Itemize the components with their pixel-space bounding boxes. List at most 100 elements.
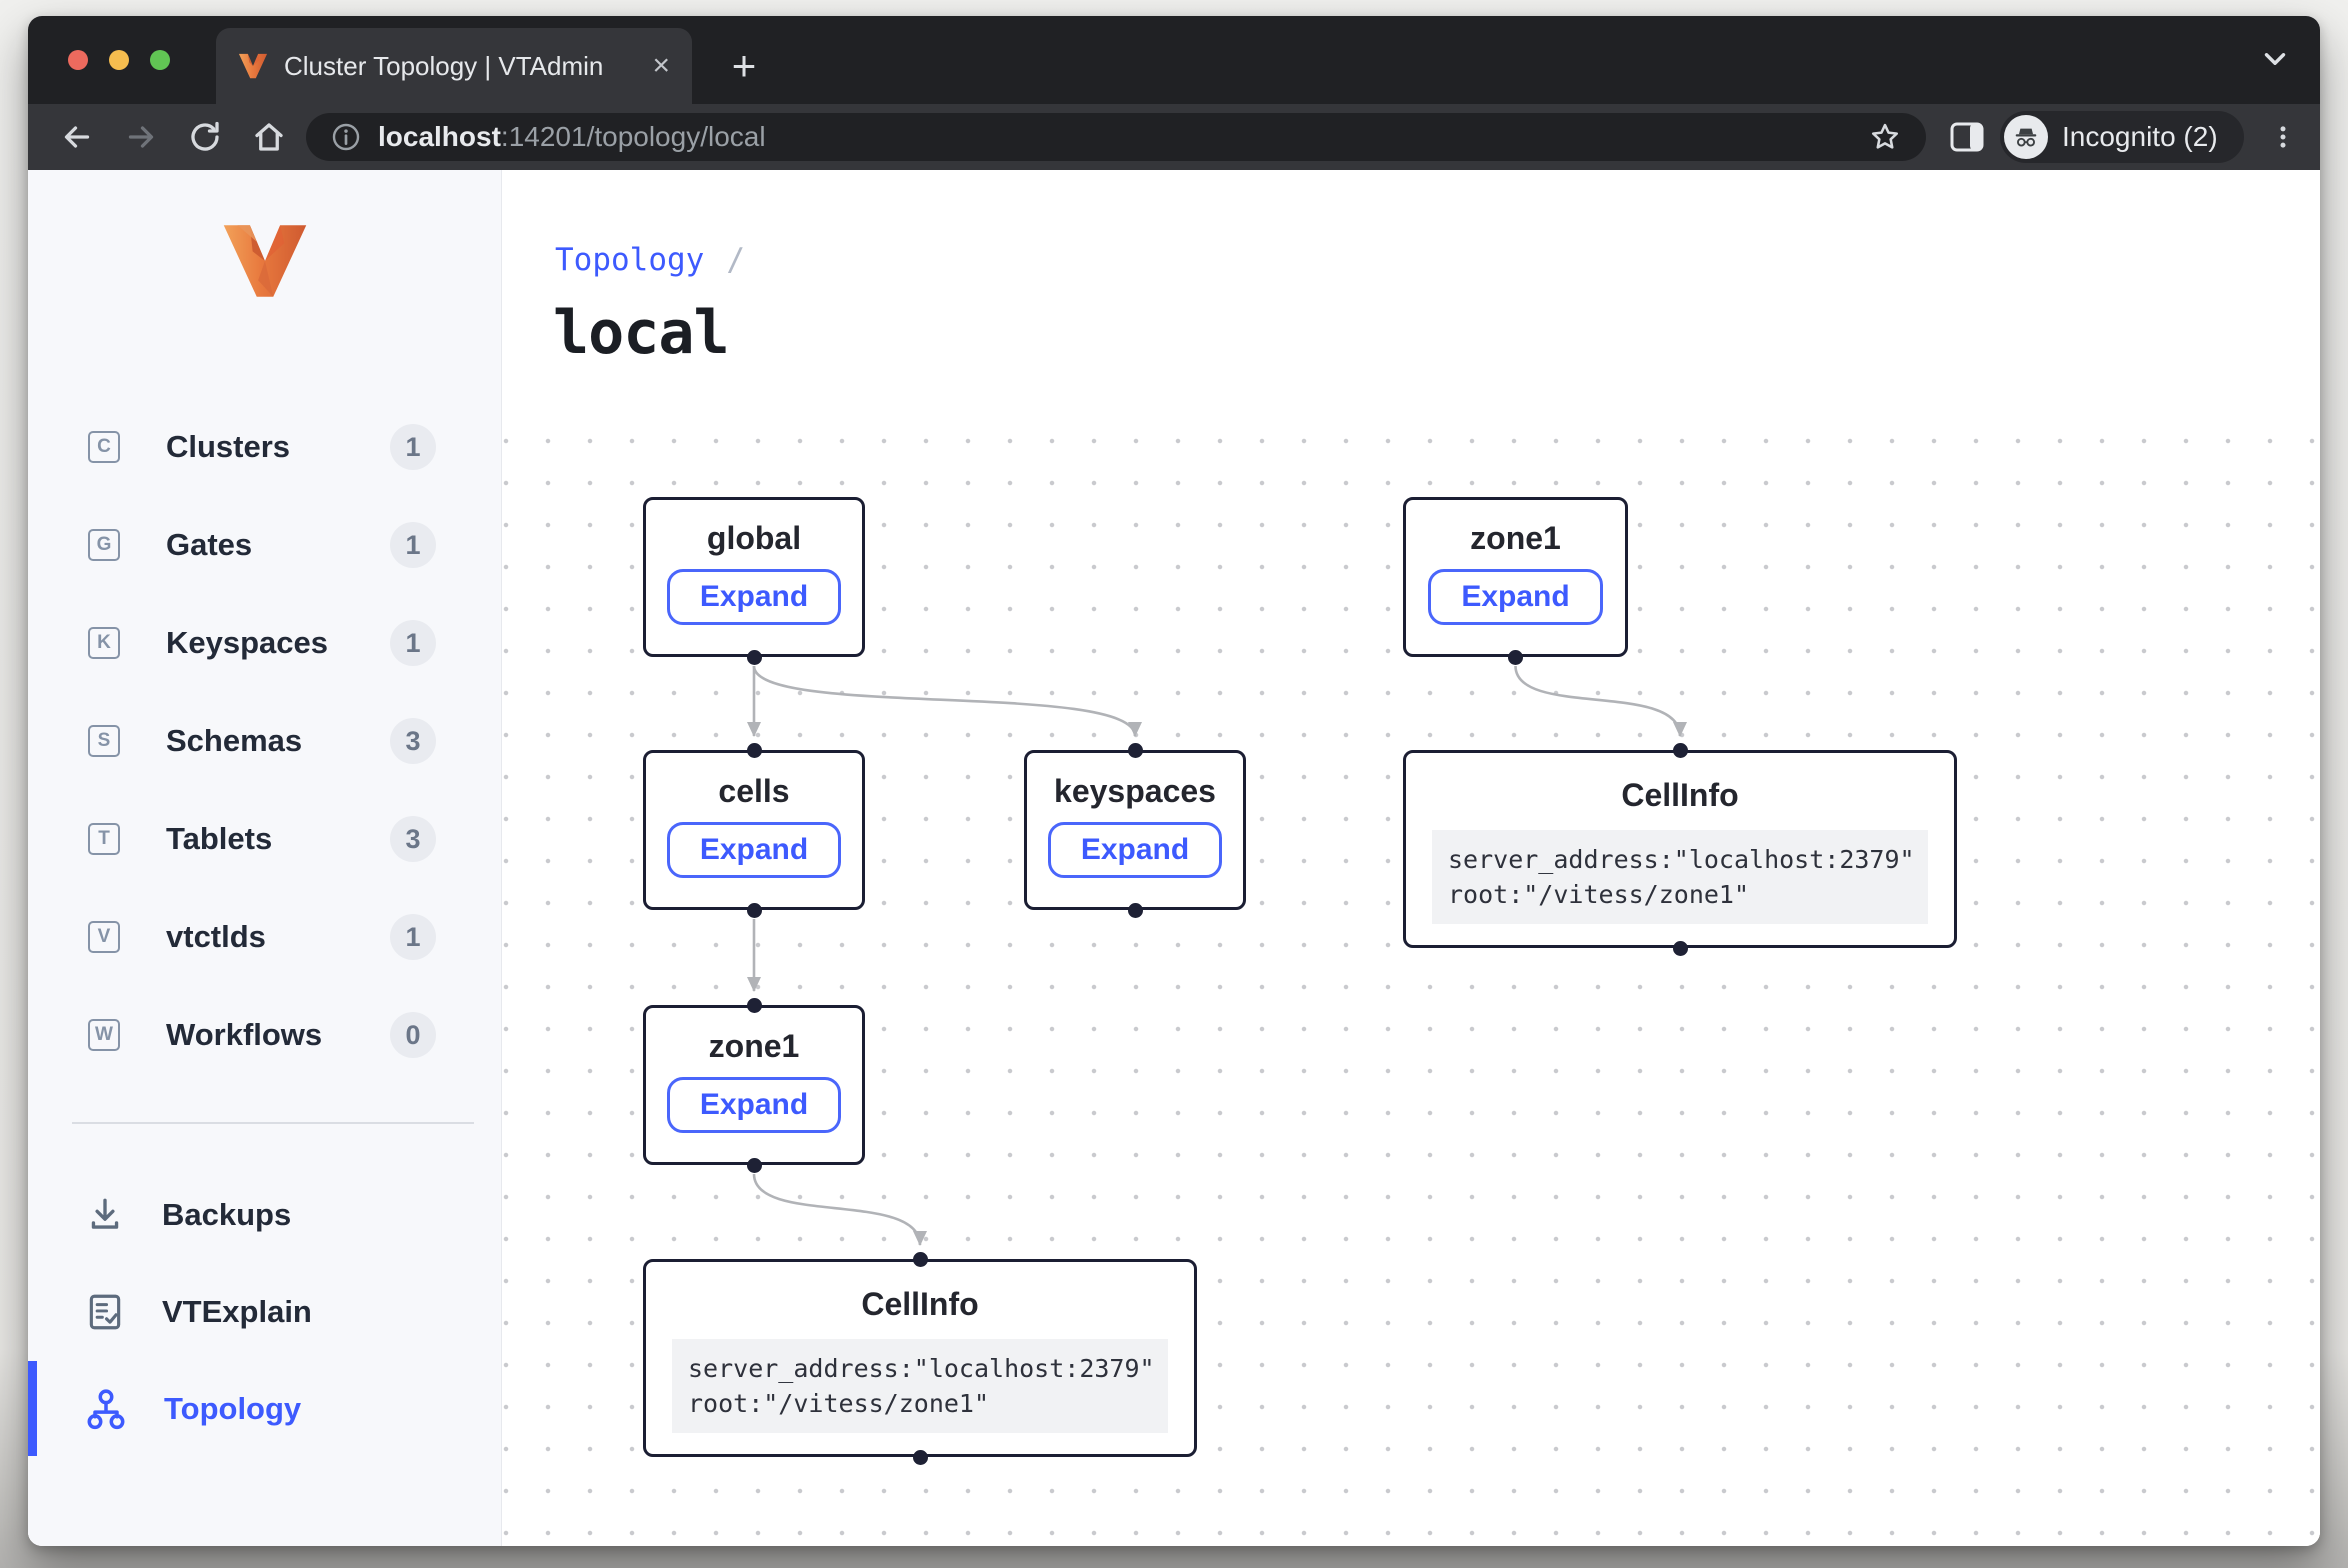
sidebar-item-label: Schemas: [166, 723, 303, 758]
side-panel-button[interactable]: [1940, 110, 1994, 164]
expand-button[interactable]: Expand: [1047, 822, 1223, 878]
topology-node-cellinfo-bottom: CellInfo server_address:"localhost:2379" …: [643, 1259, 1197, 1457]
incognito-icon: [2015, 128, 2037, 147]
bottom-port: [1127, 902, 1143, 918]
back-arrow-icon: [64, 126, 90, 148]
sidebar-item-label: vtctlds: [166, 919, 266, 954]
url-text[interactable]: localhost:14201/topology/local: [378, 121, 766, 152]
new-tab-button[interactable]: +: [731, 42, 757, 89]
topology-node-cellinfo-right: CellInfo server_address:"localhost:2379" …: [1403, 750, 1957, 948]
node-title: CellInfo: [1621, 777, 1739, 813]
cellinfo-code: server_address:"localhost:2379" root:"/v…: [1432, 830, 1928, 924]
sidebar-item-label: Workflows: [166, 1017, 323, 1052]
breadcrumb-separator: /: [726, 242, 745, 278]
sidebar-item-label: Tablets: [166, 821, 273, 856]
traffic-light-close[interactable]: [68, 50, 88, 70]
sidebar-item-vtexplain[interactable]: VTExplain: [28, 1263, 502, 1360]
close-tab-icon[interactable]: ×: [652, 49, 670, 82]
traffic-light-maximize[interactable]: [150, 50, 170, 70]
bottom-port: [1508, 649, 1523, 665]
browser-tab[interactable]: Cluster Topology | VTAdmin ×: [216, 28, 692, 104]
tab-search-chevron-icon[interactable]: [2258, 42, 2292, 76]
workflows-letter-icon: W: [88, 1019, 120, 1051]
bookmark-star-icon[interactable]: [1868, 120, 1902, 154]
forward-button[interactable]: [114, 110, 168, 164]
schemas-letter-icon: S: [88, 725, 120, 757]
side-panel-icon: [1950, 122, 1984, 152]
node-title: global: [706, 520, 802, 556]
expand-button[interactable]: Expand: [666, 569, 842, 625]
node-title: zone1: [1470, 520, 1561, 556]
node-title: CellInfo: [861, 1286, 979, 1322]
incognito-avatar: [2004, 115, 2048, 159]
vtctlds-letter-icon: V: [88, 921, 120, 953]
traffic-light-minimize[interactable]: [109, 50, 129, 70]
bottom-port: [912, 1449, 928, 1465]
sidebar-item-label: Keyspaces: [166, 625, 329, 660]
bottom-port: [1672, 940, 1688, 956]
home-icon: [255, 123, 283, 151]
cellinfo-code: server_address:"localhost:2379" root:"/v…: [672, 1339, 1168, 1433]
browser-menu-button[interactable]: [2256, 110, 2310, 164]
incognito-badge[interactable]: Incognito (2): [2000, 111, 2244, 163]
count-badge: 1: [390, 424, 436, 470]
address-bar[interactable]: localhost:14201/topology/local: [306, 113, 1926, 161]
vitess-logo[interactable]: [28, 222, 502, 300]
reload-icon: [191, 121, 219, 151]
top-port: [746, 742, 762, 758]
vtexplain-icon: [84, 1291, 126, 1333]
top-port: [1672, 742, 1688, 758]
sidebar-item-topology[interactable]: Topology: [28, 1360, 502, 1457]
vitess-favicon-icon: [238, 53, 268, 79]
expand-button[interactable]: Expand: [666, 822, 842, 878]
forward-arrow-icon: [128, 126, 154, 148]
sidebar-item-label: Clusters: [166, 429, 291, 464]
top-port: [912, 1251, 928, 1267]
count-badge: 1: [390, 522, 436, 568]
breadcrumb-topology-link[interactable]: Topology: [555, 242, 705, 278]
bottom-port: [746, 1157, 762, 1173]
back-button[interactable]: [50, 110, 104, 164]
browser-window: Cluster Topology | VTAdmin × +: [28, 16, 2320, 1546]
node-title: cells: [718, 773, 790, 809]
reload-button[interactable]: [178, 110, 232, 164]
sidebar-item-label: Backups: [162, 1196, 292, 1232]
bottom-port: [746, 902, 762, 918]
topology-icon: [84, 1387, 128, 1431]
home-button[interactable]: [242, 110, 296, 164]
expand-button[interactable]: Expand: [1428, 569, 1603, 625]
site-info-icon[interactable]: [330, 121, 362, 153]
top-port: [746, 997, 762, 1013]
node-title: zone1: [708, 1028, 800, 1064]
gates-letter-icon: G: [88, 529, 120, 561]
sidebar-item-label: Gates: [166, 527, 253, 562]
sidebar-item-gates[interactable]: G Gates 1: [28, 496, 502, 594]
breadcrumb: Topology /: [555, 242, 745, 278]
sidebar-item-label: VTExplain: [162, 1293, 312, 1329]
kebab-menu-icon: [2280, 126, 2286, 148]
active-indicator: [28, 1361, 37, 1456]
sidebar-divider: [72, 1122, 474, 1124]
expand-button[interactable]: Expand: [666, 1077, 842, 1133]
tab-title: Cluster Topology | VTAdmin: [284, 50, 604, 81]
count-badge: 3: [390, 816, 436, 862]
browser-toolbar: localhost:14201/topology/local I: [28, 104, 2320, 170]
count-badge: 1: [390, 914, 436, 960]
sidebar-item-backups[interactable]: Backups: [28, 1166, 502, 1263]
backups-icon: [84, 1194, 126, 1236]
page-title: local: [553, 298, 730, 368]
top-port: [1127, 742, 1143, 758]
